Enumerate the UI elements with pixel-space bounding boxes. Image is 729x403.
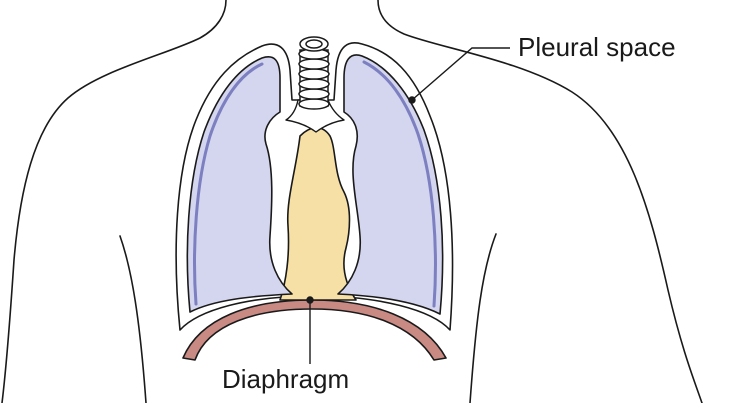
pleural-space-leader-dot <box>408 96 416 104</box>
left-lung-inner-edge <box>193 62 264 306</box>
trachea-lumen <box>305 39 323 49</box>
leader-lines <box>306 47 510 364</box>
bronchi <box>285 99 345 133</box>
trachea-ring <box>298 68 330 80</box>
diaphragm-band <box>182 299 447 361</box>
pleural-space-leader <box>411 47 510 101</box>
right-arm-line <box>469 233 497 403</box>
right-lung-inner-edge <box>362 60 437 308</box>
trachea-ring <box>298 78 330 90</box>
left-neck-line <box>1 0 227 403</box>
mediastinum <box>279 126 357 301</box>
left-lung <box>186 56 293 313</box>
trachea-ring <box>298 88 330 100</box>
diaphragm-label: Diaphragm <box>222 364 350 394</box>
right-neck-line <box>377 0 703 403</box>
left-arm-line <box>119 235 147 403</box>
trachea-ring <box>298 58 330 70</box>
trachea <box>298 36 330 110</box>
diaphragm-leader-dot <box>306 296 314 304</box>
right-lung <box>337 54 444 315</box>
torso-outline <box>1 0 703 403</box>
trachea-ring <box>298 98 330 110</box>
pleural-space-label: Pleural space <box>518 32 676 62</box>
